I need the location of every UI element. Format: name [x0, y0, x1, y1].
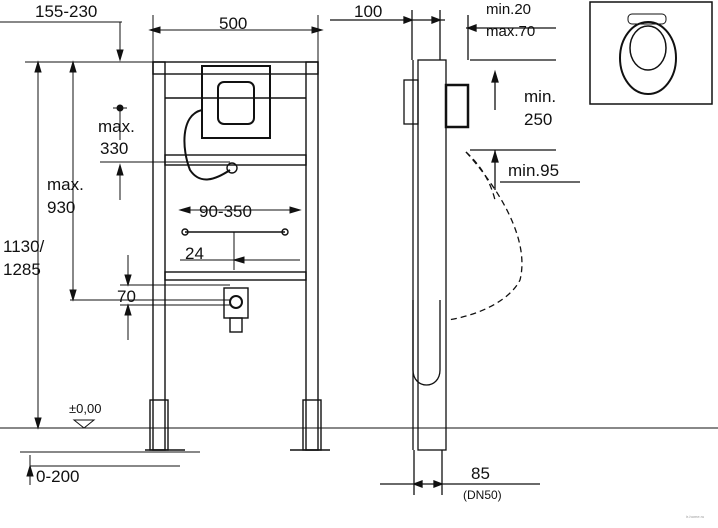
depth-label: 100 [354, 2, 383, 21]
frame-width-label: 500 [219, 14, 248, 33]
outlet-dn-label: (DN50) [463, 488, 502, 502]
bracket-spacing-label: 90-350 [199, 202, 252, 221]
adjust-min-label: min.20 [486, 1, 532, 18]
side-min-95-label: min.95 [508, 161, 560, 180]
side-view [330, 10, 580, 495]
front-frame [145, 61, 330, 451]
pipe-max-value: 330 [100, 139, 129, 158]
side-min-label: min. [524, 87, 557, 106]
front-dimension-lines [0, 15, 718, 485]
floor-range-label: 0-200 [36, 467, 80, 486]
pipe-max-label: max. [98, 117, 135, 136]
height-max-value: 930 [47, 198, 76, 217]
adjust-max-label: max.70 [486, 23, 536, 40]
total-height-b: 1285 [3, 260, 41, 279]
urinal-icon [589, 1, 713, 105]
offset-24-label: 24 [185, 244, 204, 263]
floor-level-label: ±0,00 [69, 401, 102, 416]
height-max-label: max. [47, 175, 84, 194]
watermark: ir-home.ru [686, 514, 705, 519]
side-min-value: 250 [524, 110, 553, 129]
outlet-size-label: 85 [471, 464, 490, 483]
total-height-a: 1130/ [3, 237, 45, 256]
offset-70-label: 70 [117, 287, 136, 306]
top-offset-label: 155-230 [35, 2, 98, 21]
